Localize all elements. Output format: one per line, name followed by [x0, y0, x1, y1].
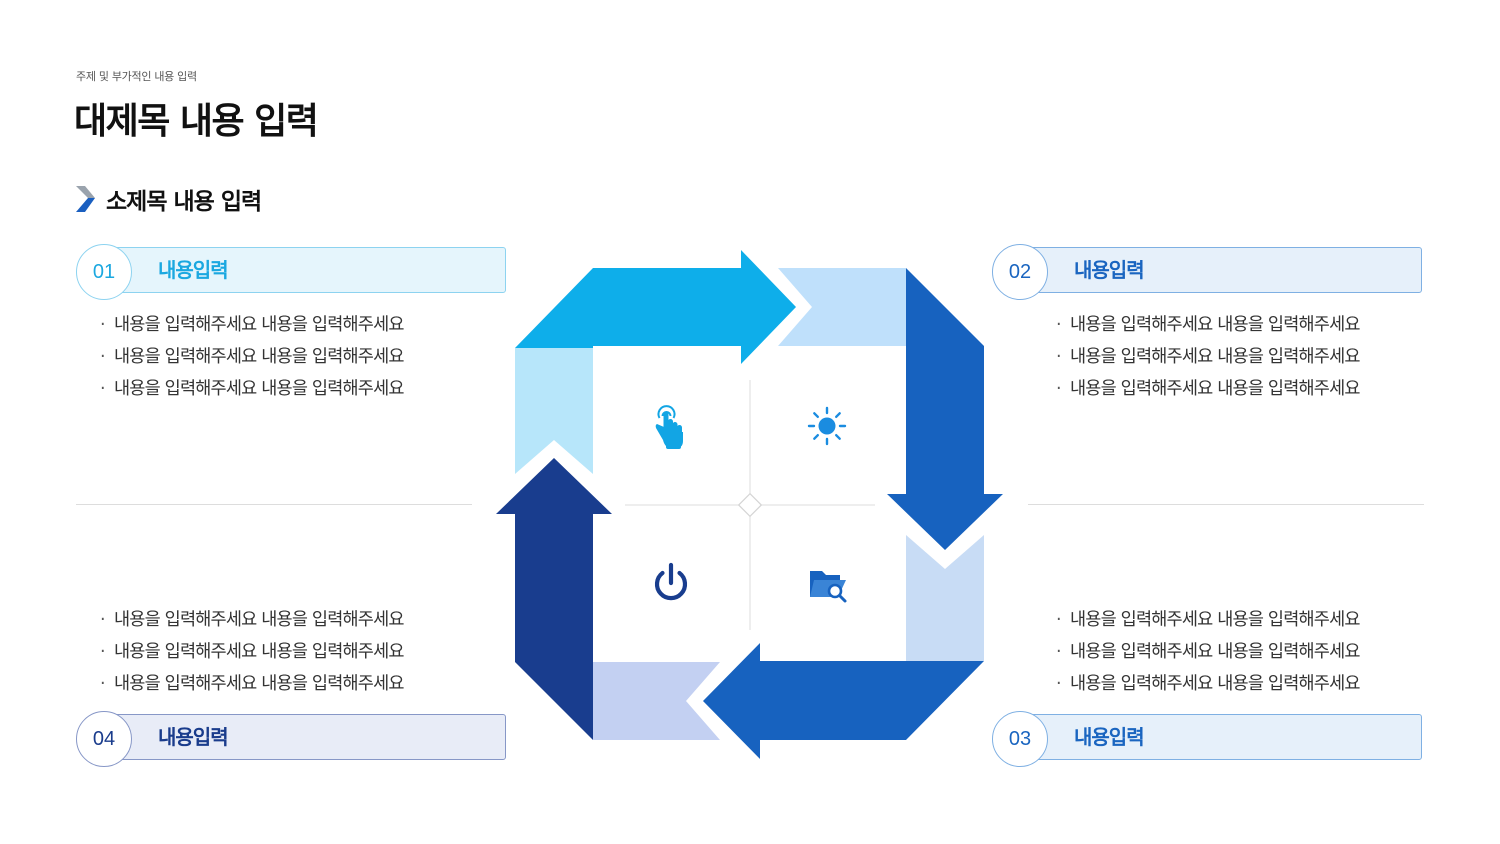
power-icon [654, 562, 688, 601]
step-04-header: 04 내용입력 [76, 711, 508, 767]
tail-2 [778, 268, 906, 346]
step-01-label: 내용입력 [158, 258, 229, 282]
divider-left [76, 504, 472, 505]
page-title: 대제목 내용 입력 [74, 101, 319, 142]
step-03-label: 내용입력 [1074, 725, 1145, 749]
arrow-2 [887, 268, 1003, 550]
section-heading: 소제목 내용 입력 [76, 184, 262, 215]
list-item: 내용을 입력해주세요 내용을 입력해주세요 [1056, 604, 1360, 636]
step-02-bullets: 내용을 입력해주세요 내용을 입력해주세요 내용을 입력해주세요 내용을 입력해… [1056, 309, 1360, 405]
tail-1 [515, 348, 593, 474]
list-item: 내용을 입력해주세요 내용을 입력해주세요 [100, 604, 404, 636]
list-item: 내용을 입력해주세요 내용을 입력해주세요 [100, 636, 404, 668]
step-01-bullets: 내용을 입력해주세요 내용을 입력해주세요 내용을 입력해주세요 내용을 입력해… [100, 309, 404, 405]
step-02-number: 02 [992, 244, 1048, 300]
tail-3 [906, 535, 984, 661]
step-01-header: 01 내용입력 [76, 244, 508, 300]
step-04-label: 내용입력 [158, 725, 229, 749]
sun-icon [807, 406, 847, 446]
list-item: 내용을 입력해주세요 내용을 입력해주세요 [1056, 341, 1360, 373]
center-diamond [737, 492, 763, 518]
step-02-header: 02 내용입력 [992, 244, 1424, 300]
step-03-bullets: 내용을 입력해주세요 내용을 입력해주세요 내용을 입력해주세요 내용을 입력해… [1056, 604, 1360, 700]
list-item: 내용을 입력해주세요 내용을 입력해주세요 [1056, 373, 1360, 405]
step-03-header: 03 내용입력 [992, 711, 1424, 767]
step-03-bar [1020, 714, 1422, 760]
list-item: 내용을 입력해주세요 내용을 입력해주세요 [1056, 668, 1360, 700]
list-item: 내용을 입력해주세요 내용을 입력해주세요 [1056, 636, 1360, 668]
list-item: 내용을 입력해주세요 내용을 입력해주세요 [100, 668, 404, 700]
tail-4 [593, 662, 720, 740]
chevron-right-icon [76, 186, 95, 212]
step-02-label: 내용입력 [1074, 258, 1145, 282]
section-title: 소제목 내용 입력 [106, 189, 262, 215]
folder-search-icon [810, 571, 847, 603]
arrow-4 [496, 458, 612, 740]
list-item: 내용을 입력해주세요 내용을 입력해주세요 [100, 373, 404, 405]
pointer-hand-icon [655, 405, 683, 449]
step-04-bullets: 내용을 입력해주세요 내용을 입력해주세요 내용을 입력해주세요 내용을 입력해… [100, 604, 404, 700]
step-01-number: 01 [76, 244, 132, 300]
step-04-number: 04 [76, 711, 132, 767]
step-03-number: 03 [992, 711, 1048, 767]
arrow-1 [515, 250, 796, 364]
subtitle: 주제 및 부가적인 내용 입력 [76, 70, 197, 83]
divider-right [1028, 504, 1424, 505]
list-item: 내용을 입력해주세요 내용을 입력해주세요 [1056, 309, 1360, 341]
arrow-3 [703, 643, 984, 759]
step-02-bar [1020, 247, 1422, 293]
list-item: 내용을 입력해주세요 내용을 입력해주세요 [100, 309, 404, 341]
list-item: 내용을 입력해주세요 내용을 입력해주세요 [100, 341, 404, 373]
step-01-bar [104, 247, 506, 293]
